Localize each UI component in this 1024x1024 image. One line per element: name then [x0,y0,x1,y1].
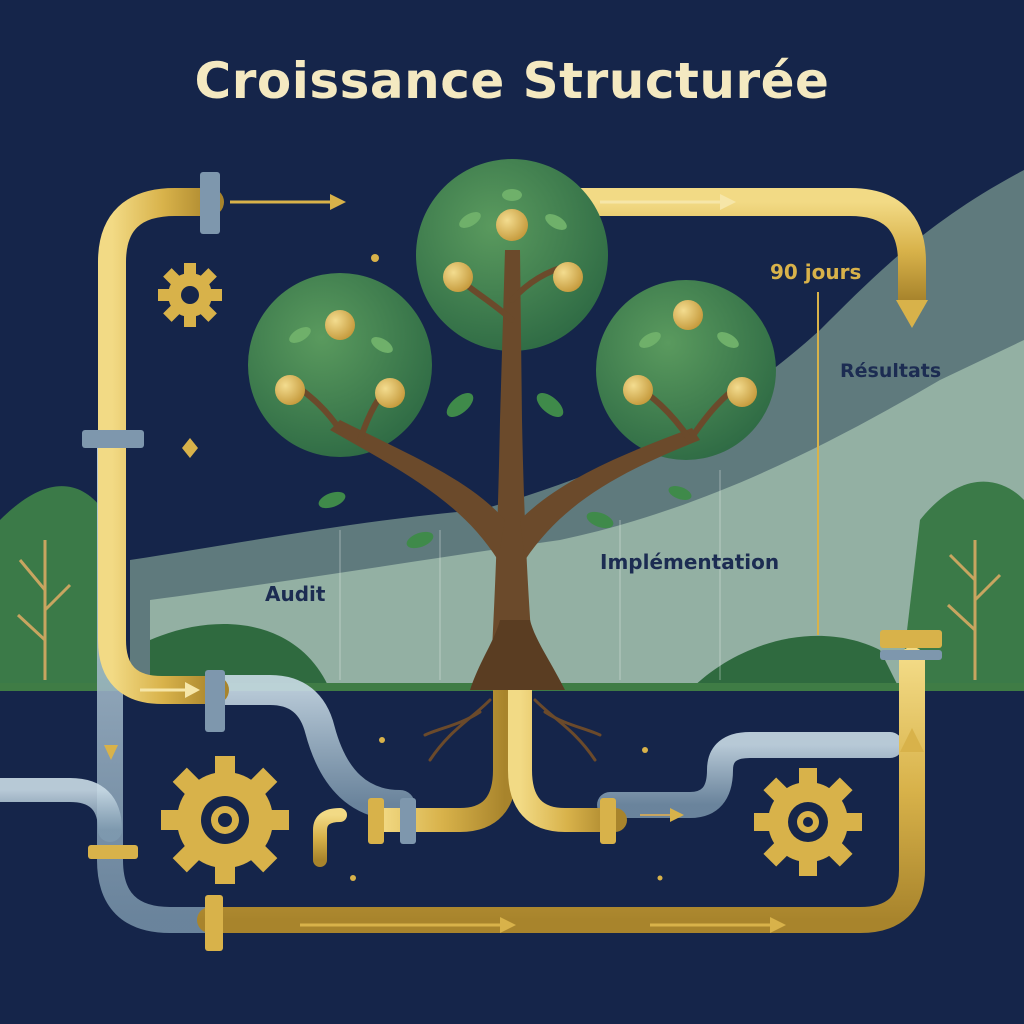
pipe-joints [82,172,942,951]
arrow-icon [896,300,928,328]
sparkle-dots [350,254,663,881]
page-title: Croissance Structurée [194,52,830,110]
tree-icon [248,159,776,762]
arrow-icon [600,194,736,210]
gear-icon [754,768,862,876]
arrow-icon [230,194,346,210]
gold-pipes [98,188,926,933]
gear-icon [158,263,222,327]
bare-tree-right-icon [946,540,1002,680]
arrow-icon [640,808,684,822]
apple-icon [275,209,757,408]
arrow-icon [300,917,516,933]
flow-arrows [104,194,928,933]
bare-tree-left-icon [16,540,72,680]
arrow-icon [900,728,924,752]
label-90-jours: 90 jours [770,260,862,284]
gear-icon [161,756,289,884]
label-implementation: Implémentation [600,550,780,574]
arrow-icon [104,745,118,760]
arrow-icon [140,682,200,698]
arrow-icon [182,438,198,458]
arrow-icon [650,917,786,933]
label-audit: Audit [265,582,326,606]
label-resultats: Résultats [840,360,942,382]
